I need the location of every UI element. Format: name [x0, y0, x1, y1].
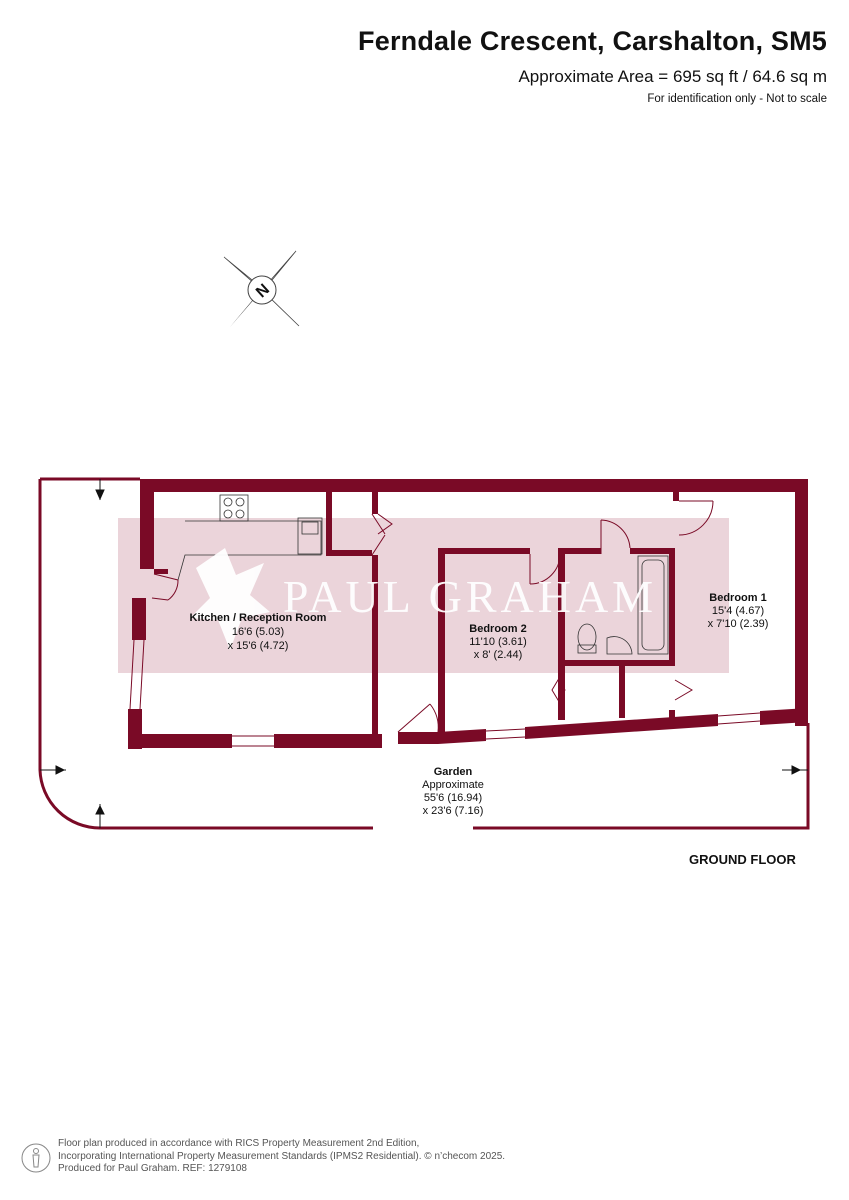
bedroom2-dim2: x 8' (2.44)	[474, 649, 523, 661]
garden-dim2: x 23'6 (7.16)	[423, 805, 484, 817]
hob-icon	[219, 494, 249, 522]
garden-dim0: Approximate	[422, 779, 484, 791]
garden-outline	[38, 477, 810, 830]
footer-line-2: Incorporating International Property Mea…	[58, 1150, 506, 1162]
floor-label: GROUND FLOOR	[689, 852, 796, 867]
internal-walls	[154, 492, 679, 744]
basin-icon	[606, 636, 633, 655]
footer-line-1: Floor plan produced in accordance with R…	[58, 1138, 420, 1149]
kitchen-dim1: 16'6 (5.03)	[232, 626, 284, 638]
person-icon	[21, 1143, 51, 1173]
approximate-area: Approximate Area = 695 sq ft / 64.6 sq m	[518, 67, 827, 86]
kitchen-name: Kitchen / Reception Room	[190, 612, 327, 624]
bedroom1-name: Bedroom 1	[709, 592, 766, 604]
kitchen-dim2: x 15'6 (4.72)	[228, 640, 289, 652]
watermark-text: PAUL GRAHAM	[283, 571, 657, 622]
identification-note: For identification only - Not to scale	[647, 93, 827, 105]
external-walls	[128, 479, 808, 749]
footer-notes: Floor plan produced in accordance with R…	[58, 1138, 505, 1176]
bedroom2-name: Bedroom 2	[469, 623, 526, 635]
footer-line-3: Produced for Paul Graham. REF: 1279108	[58, 1163, 247, 1174]
bedroom2-dim1: 11'10 (3.61)	[469, 636, 527, 648]
toilet-icon	[577, 623, 597, 651]
compass-icon: N	[223, 250, 300, 327]
measurement-arrows	[40, 479, 808, 828]
bath-icon	[637, 555, 669, 655]
watermark-logo: PAUL GRAHAM	[190, 548, 657, 650]
windows	[129, 639, 761, 747]
bathroom-fixtures	[577, 555, 669, 655]
garden-name: Garden	[434, 766, 473, 778]
sink-icon	[297, 517, 323, 555]
doors	[151, 500, 714, 733]
garden-dim1: 55'6 (16.94)	[424, 792, 482, 804]
bedroom1-dim1: 15'4 (4.67)	[712, 605, 764, 617]
kitchen-fixtures	[177, 494, 323, 581]
property-title: Ferndale Crescent, Carshalton, SM5	[358, 26, 827, 56]
bedroom1-dim2: x 7'10 (2.39)	[708, 618, 769, 630]
